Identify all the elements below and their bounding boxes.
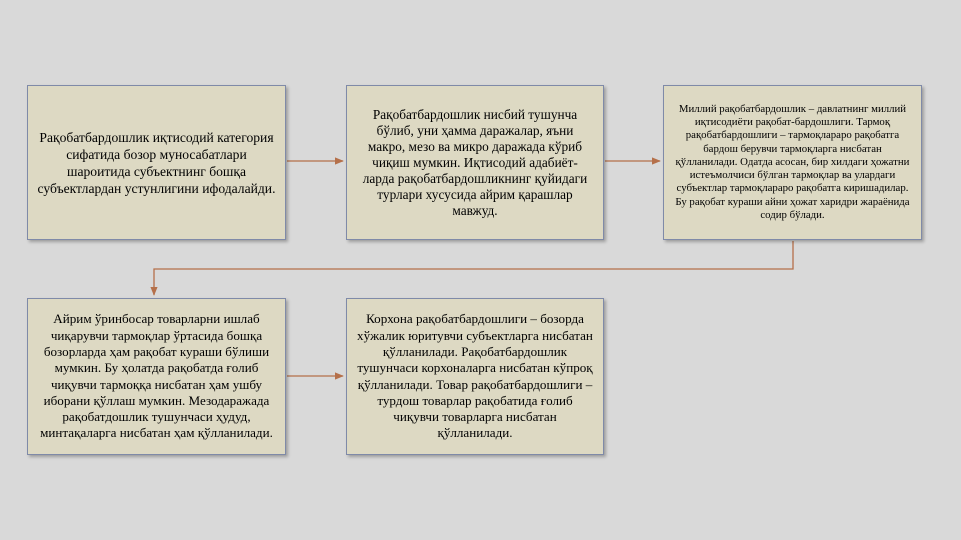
box-substitute-goods: Айрим ўринбосар товарларни ишлаб чиқарув… (27, 298, 286, 455)
box-national-competitiveness: Миллий рақобатбардошлик – давлатнинг мил… (663, 85, 922, 240)
box-text: Рақобатбардошлик нисбий тушунча бўлиб, у… (362, 106, 588, 218)
box-text: Рақобатбардошлик иқтисодий категория сиф… (37, 129, 276, 196)
arrow-b3-to-b4 (150, 241, 794, 296)
box-relative-concept: Рақобатбардошлик нисбий тушунча бўлиб, у… (346, 85, 604, 240)
box-text: Миллий рақобатбардошлик – давлатнинг мил… (675, 102, 910, 222)
box-text: Корхона рақобатбардошлиги – бозорда хўжа… (357, 311, 593, 441)
box-competitiveness-category: Рақобатбардошлик иқтисодий категория сиф… (27, 85, 286, 240)
box-enterprise-competitiveness: Корхона рақобатбардошлиги – бозорда хўжа… (346, 298, 604, 455)
box-text: Айрим ўринбосар товарларни ишлаб чиқарув… (40, 311, 273, 441)
